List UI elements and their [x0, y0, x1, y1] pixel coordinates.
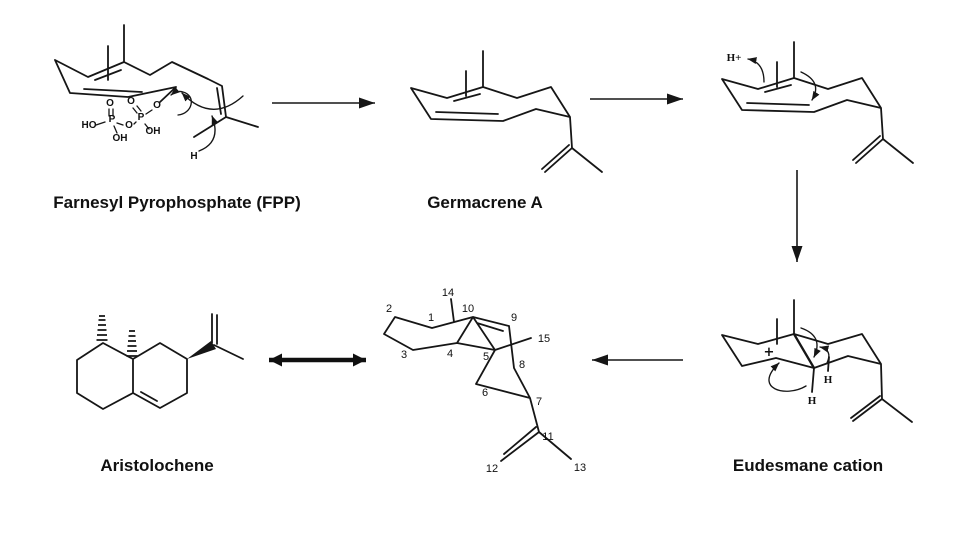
atom-number-3: 3 — [401, 349, 407, 361]
eudesmane-cation-structure: + H H Eudesmane cation — [721, 299, 913, 475]
fpp-o-double1-label: O — [106, 98, 114, 109]
eudesmane-h-migration-arrow — [819, 345, 830, 364]
atom-number-13: 13 — [574, 462, 586, 474]
fpp-p1-label: P — [109, 114, 116, 125]
eudesmane-methyl-shift-arrow — [800, 327, 821, 358]
atom-number-10: 10 — [462, 303, 474, 315]
proton-h-plus-label: H+ — [727, 52, 742, 64]
protonated-germacrene-structure: H+ — [721, 41, 914, 164]
germacrene-a-bonds — [410, 50, 603, 173]
fpp-curved-arrow-alkene-attack — [181, 92, 244, 110]
atom-number-6: 6 — [482, 387, 488, 399]
atom-number-4: 4 — [447, 348, 453, 360]
fpp-o-double2-label: O — [127, 96, 135, 107]
fpp-allylic-h-label: H — [190, 151, 197, 162]
protonated-germacrene-bonds — [721, 41, 914, 164]
aristolochene-hashed-methyl-bonds — [96, 315, 138, 357]
aristolochene-name-label: Aristolochene — [100, 456, 213, 475]
reaction-arrows — [269, 93, 803, 367]
fpp-ho-label: HO — [82, 120, 97, 131]
ring-cyclization-curved-arrow — [800, 71, 820, 101]
numbered-skeleton-bonds — [383, 298, 572, 462]
fpp-curved-arrow-opp-leaving — [170, 86, 192, 116]
aristolochene-bonds — [76, 313, 244, 410]
atom-number-15: 15 — [538, 333, 550, 345]
eudesmane-h-bottom-label: H — [808, 395, 817, 407]
eudesmane-transannular-bond — [792, 332, 816, 370]
atom-number-1: 1 — [428, 312, 434, 324]
atom-number-5: 5 — [483, 351, 489, 363]
atom-number-12: 12 — [486, 463, 498, 475]
fpp-skeleton-bonds — [54, 24, 259, 138]
eudesmane-charge-label: + — [764, 345, 775, 360]
numbered-skeleton-structure: 1 2 3 4 5 6 7 8 9 10 11 12 13 14 15 — [383, 287, 586, 475]
aristolochene-structure: Aristolochene — [76, 313, 244, 475]
atom-number-8: 8 — [519, 359, 525, 371]
proton-loss-curved-arrow — [747, 57, 765, 83]
germacrene-a-structure: Germacrene A — [410, 50, 603, 212]
atom-number-11: 11 — [542, 431, 553, 443]
eudesmane-cation-bonds — [721, 299, 913, 423]
fpp-o-bridge-label: O — [125, 120, 133, 131]
atom-number-14: 14 — [442, 287, 454, 299]
fpp-oh2-label: OH — [146, 126, 161, 137]
fpp-oh1-label: OH — [113, 133, 128, 144]
eudesmane-name-label: Eudesmane cation — [733, 456, 883, 475]
eudesmane-hydride-shift-arrow — [768, 362, 807, 392]
fpp-name-label: Farnesyl Pyrophosphate (FPP) — [53, 193, 301, 212]
aristolochene-bold-wedge-bond — [187, 341, 216, 359]
atom-number-2: 2 — [386, 303, 392, 315]
fpp-structure: HO P O OH O P O OH O H Farnesyl Pyrophos… — [53, 24, 301, 212]
atom-number-9: 9 — [511, 312, 517, 324]
fpp-curved-arrow-h-shift — [198, 115, 219, 152]
fpp-o-ester-label: O — [153, 100, 161, 111]
germacrene-a-name-label: Germacrene A — [427, 193, 543, 212]
eudesmane-h-ring-label: H — [824, 374, 833, 386]
fpp-p2-label: P — [138, 112, 145, 123]
fpp-pyrophosphate-bonds — [95, 105, 153, 134]
atom-number-7: 7 — [536, 396, 542, 408]
